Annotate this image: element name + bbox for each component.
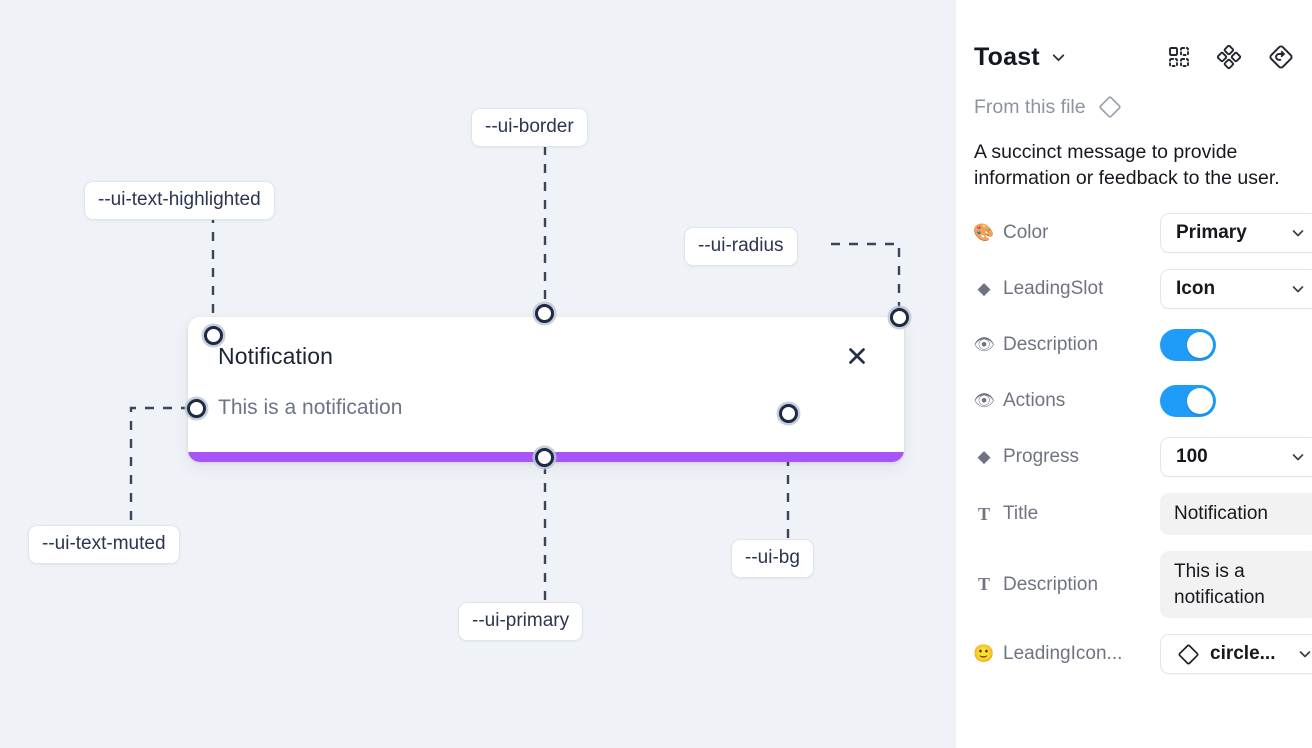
toggle-knob (1187, 332, 1213, 359)
property-label-actions: 👁 Actions (974, 390, 1160, 412)
property-label-description-text: T Description (974, 574, 1160, 596)
from-this-file-label: From this file (974, 95, 1086, 118)
property-row-title: T Title Notification (974, 493, 1312, 536)
property-row-leading-icon: 🙂 LeadingIcon... circle... (974, 634, 1312, 675)
toast-description: This is a notification (218, 396, 403, 419)
property-label-text: LeadingIcon... (1003, 643, 1123, 665)
color-select[interactable]: Primary (1160, 213, 1312, 254)
property-row-leading-slot: ◆ LeadingSlot Icon (974, 269, 1312, 310)
property-list: 🎨 Color Primary ◆ LeadingSlot (974, 213, 1312, 675)
token-chip-ui-border[interactable]: --ui-border (471, 108, 588, 147)
component-grid-icon[interactable] (1167, 45, 1191, 69)
anchor-ui-text-highlighted[interactable] (204, 326, 223, 345)
token-chip-ui-text-highlighted[interactable]: --ui-text-highlighted (84, 181, 275, 220)
title-input[interactable]: Notification (1160, 493, 1312, 536)
description-input[interactable]: This is a notification (1160, 551, 1312, 619)
property-label-title: T Title (974, 503, 1160, 525)
property-label-text: Title (1003, 503, 1039, 525)
chevron-down-icon (1290, 281, 1306, 297)
property-row-actions: 👁 Actions (974, 381, 1294, 421)
toggle-knob (1187, 388, 1213, 415)
close-icon[interactable] (844, 343, 870, 369)
leading-icon-select-value: circle... (1210, 643, 1276, 665)
text-type-icon: T (977, 503, 990, 524)
property-label-progress: ◆ Progress (974, 446, 1160, 468)
property-label-leading-slot: ◆ LeadingSlot (974, 278, 1160, 300)
from-this-file-row[interactable]: From this file (974, 94, 1294, 120)
text-type-icon: T (977, 574, 990, 595)
panel-header-actions (1167, 44, 1294, 70)
reset-instance-icon[interactable] (1268, 44, 1294, 70)
property-row-description-text: T Description This is a notification (974, 551, 1312, 619)
palette-icon: 🎨 (974, 223, 995, 243)
property-label-description-visible: 👁 Description (974, 334, 1160, 356)
diamond-icon (1176, 642, 1201, 667)
property-label-leading-icon: 🙂 LeadingIcon... (974, 643, 1160, 665)
property-label-text: Description (1003, 573, 1099, 595)
eye-icon: 👁 (974, 391, 995, 411)
eye-icon: 👁 (974, 335, 995, 355)
toast-preview-card[interactable]: Notification This is a notification (188, 317, 904, 462)
color-select-value: Primary (1176, 222, 1247, 244)
chevron-down-icon (1297, 646, 1312, 662)
diamond-filled-icon: ◆ (977, 447, 991, 467)
description-toggle[interactable] (1160, 329, 1216, 362)
property-label-text: Progress (1003, 446, 1080, 468)
property-row-description-visible: 👁 Description (974, 325, 1294, 365)
property-label-text: Actions (1003, 390, 1066, 412)
toast-title: Notification (218, 343, 333, 369)
properties-panel: Toast (956, 0, 1312, 748)
property-label-text: Description (1003, 334, 1099, 356)
property-row-color: 🎨 Color Primary (974, 213, 1312, 254)
progress-select-value: 100 (1176, 446, 1208, 468)
design-canvas[interactable]: Notification This is a notification --ui… (0, 0, 956, 748)
token-chip-ui-text-muted[interactable]: --ui-text-muted (28, 525, 180, 564)
token-chip-ui-radius[interactable]: --ui-radius (684, 227, 798, 266)
leading-slot-select-value: Icon (1176, 278, 1216, 300)
leading-slot-select[interactable]: Icon (1160, 269, 1312, 310)
variants-cluster-icon[interactable] (1217, 44, 1242, 70)
chevron-down-icon[interactable] (1050, 49, 1067, 66)
anchor-ui-primary[interactable] (535, 448, 554, 467)
connector-lines (129, 146, 901, 600)
progress-select[interactable]: 100 (1160, 437, 1312, 478)
property-row-progress: ◆ Progress 100 (974, 437, 1312, 478)
diamond-icon (1097, 94, 1123, 120)
chevron-down-icon (1290, 449, 1306, 465)
leading-icon-select[interactable]: circle... (1160, 634, 1312, 675)
actions-toggle[interactable] (1160, 385, 1216, 418)
smiley-icon: 🙂 (974, 644, 995, 664)
property-label-color: 🎨 Color (974, 222, 1160, 244)
property-label-text: LeadingSlot (1003, 278, 1104, 300)
anchor-ui-radius[interactable] (890, 308, 909, 327)
panel-header: Toast (974, 28, 1294, 86)
chevron-down-icon (1290, 225, 1306, 241)
anchor-ui-text-muted[interactable] (187, 399, 206, 418)
diamond-filled-icon: ◆ (977, 279, 991, 299)
token-chip-ui-bg[interactable]: --ui-bg (731, 539, 814, 578)
anchor-ui-bg[interactable] (779, 404, 798, 423)
token-chip-ui-primary[interactable]: --ui-primary (458, 602, 584, 641)
property-label-text: Color (1003, 222, 1049, 244)
panel-title: Toast (974, 42, 1040, 71)
anchor-ui-border[interactable] (535, 304, 554, 323)
component-description: A succinct message to provide informatio… (974, 141, 1280, 189)
